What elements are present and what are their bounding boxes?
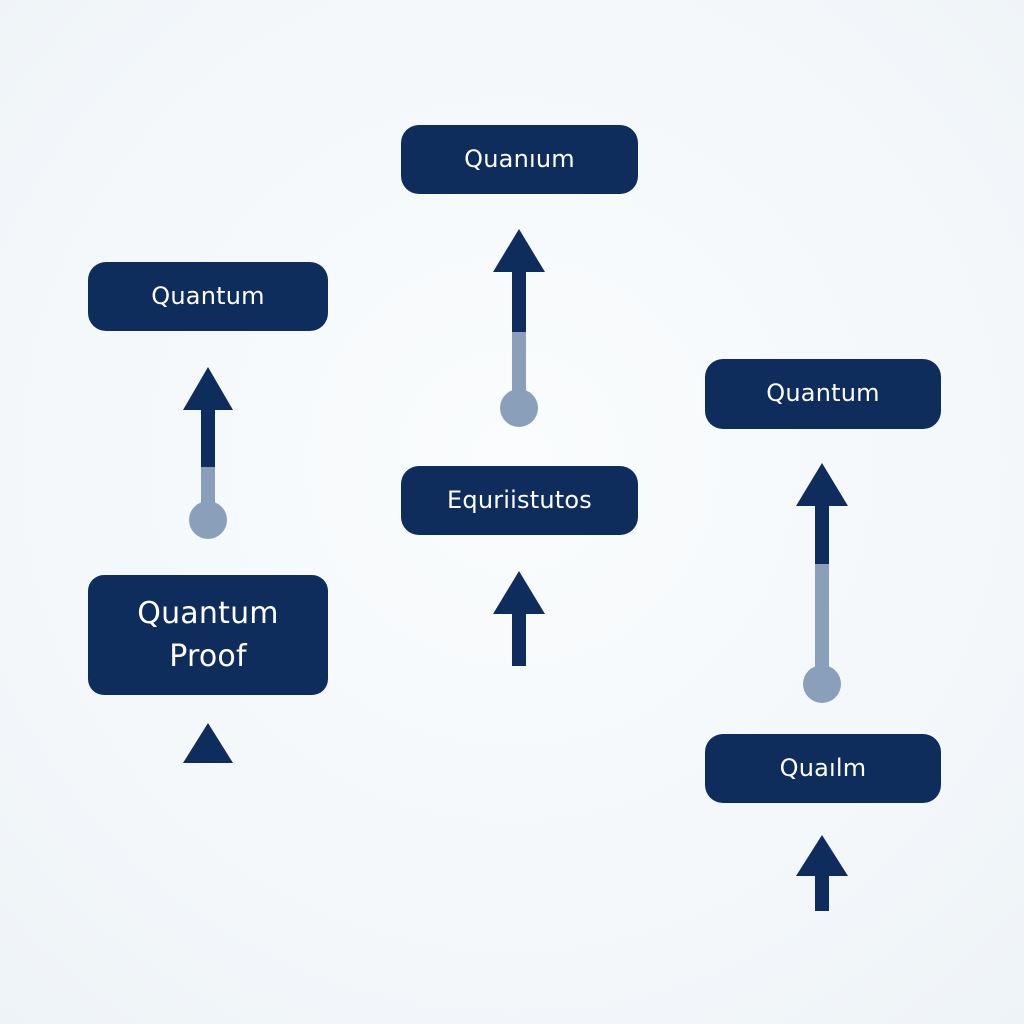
node-right-bottom[interactable]: Quaılm — [705, 734, 941, 803]
arrow-right-lower — [796, 835, 848, 911]
arrow-right-upper-dot — [803, 665, 841, 703]
arrow-center-lower-head — [493, 571, 545, 614]
arrow-right-upper — [796, 463, 848, 703]
arrow-left-lower — [183, 723, 233, 763]
arrow-right-upper-shaft-light — [815, 562, 829, 676]
node-left-bottom-line2: Proof — [169, 639, 247, 674]
arrow-left-upper-shaft-dark — [201, 405, 215, 467]
arrow-center-upper-head — [493, 229, 545, 272]
arrow-left-upper-head — [183, 367, 233, 410]
arrow-right-upper-head — [796, 463, 848, 506]
node-center-middle[interactable]: Equriistutos — [401, 466, 638, 535]
node-left-top-label: Quantum — [151, 281, 265, 310]
node-center-middle-label: Equriistutos — [447, 485, 592, 514]
node-left-bottom-line1: Quantum — [137, 595, 279, 631]
arrow-left-lower-head — [183, 723, 233, 763]
arrow-left-upper — [183, 367, 233, 539]
arrow-left-upper-shaft-light — [201, 465, 215, 510]
arrow-left-upper-dot — [189, 501, 227, 539]
arrow-center-lower — [493, 571, 545, 666]
arrow-center-upper-dot — [500, 389, 538, 427]
node-right-top-label: Quantum — [766, 379, 880, 408]
arrow-right-lower-shaft — [815, 872, 829, 911]
node-left-bottom[interactable]: Quantum Proof — [88, 575, 328, 695]
arrow-right-lower-head — [796, 835, 848, 876]
arrow-center-lower-shaft — [512, 610, 526, 666]
node-left-top[interactable]: Quantum — [88, 262, 328, 331]
arrow-center-upper-shaft-dark — [512, 268, 526, 332]
node-center-top-label: Quanıum — [464, 144, 575, 173]
node-right-top[interactable]: Quantum — [705, 359, 941, 429]
node-right-bottom-label: Quaılm — [779, 753, 867, 782]
node-center-top[interactable]: Quanıum — [401, 125, 638, 194]
arrow-right-upper-shaft-dark — [815, 500, 829, 564]
arrow-center-upper — [493, 229, 545, 427]
arrow-center-upper-shaft-light — [512, 330, 526, 400]
